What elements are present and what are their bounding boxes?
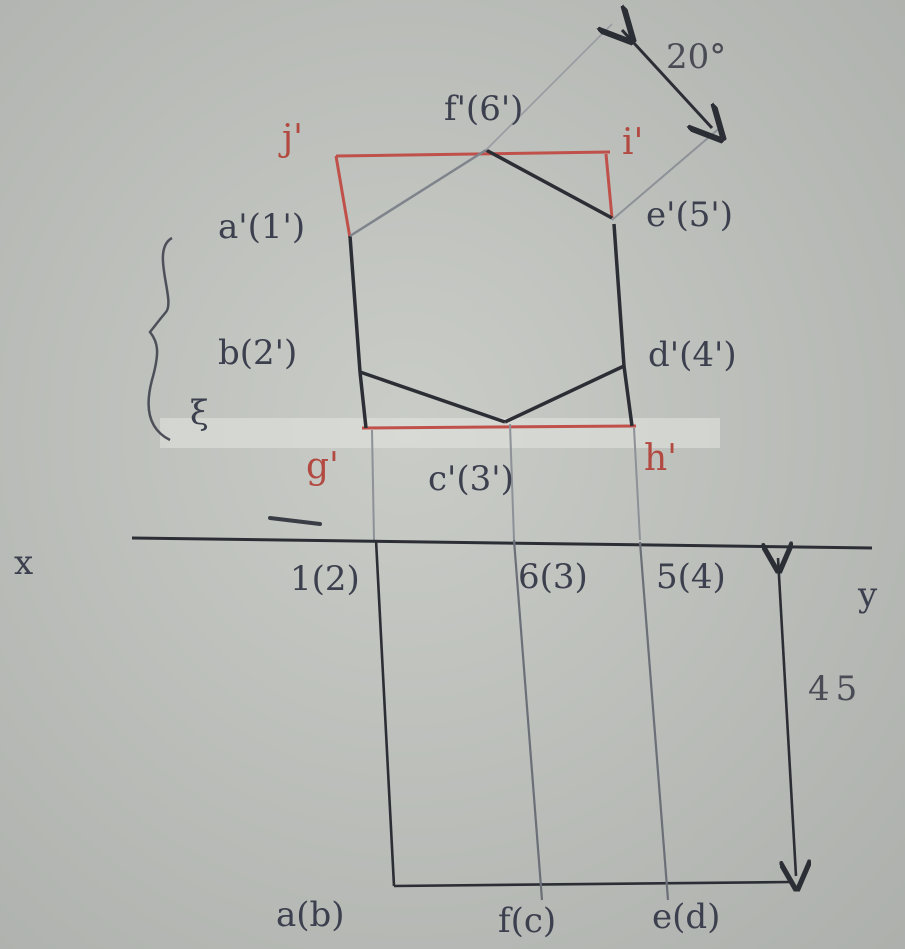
label-c-prime: c'(3') [428,459,514,499]
angle-dimension-arrow [622,30,712,128]
label-x-axis: x [14,543,33,583]
label-d-prime: d'(4') [648,335,737,375]
label-brace-mark: ξ [190,393,209,433]
distance-dimension-arrow [778,558,796,876]
top-view-projectors [512,539,670,901]
xy-reference-line [131,536,873,550]
projector-lines [371,423,641,541]
brace-mark [147,236,173,442]
label-j-prime: j' [278,118,303,159]
hexagon-front-view [348,148,634,429]
label-e-prime: e'(5') [646,195,733,235]
paper-glare [160,418,720,448]
pencil-tick [268,516,322,526]
label-f-prime: f'(6') [444,89,523,129]
angle-dimension-label: 20° [666,37,726,77]
top-view [374,539,791,888]
label-h-prime: h' [644,438,677,479]
label-g-prime: g' [306,446,339,487]
label-point-a: a(b) [276,895,345,935]
bounding-rectangle [334,150,637,430]
label-a-prime: a'(1') [218,207,305,247]
label-point-6: 6(3) [518,557,588,597]
edge-a-f [349,148,487,238]
distance-dimension-label: 45 [808,669,863,709]
label-point-e: e(d) [652,897,720,937]
label-point-f: f(c) [498,901,556,941]
label-y-axis: y [857,575,878,615]
inclination-line-upper [485,23,613,151]
label-point-1: 1(2) [290,559,360,599]
label-b-prime: b(2') [218,333,297,373]
label-i-prime: i' [622,122,643,163]
label-point-5: 5(4) [656,557,726,597]
